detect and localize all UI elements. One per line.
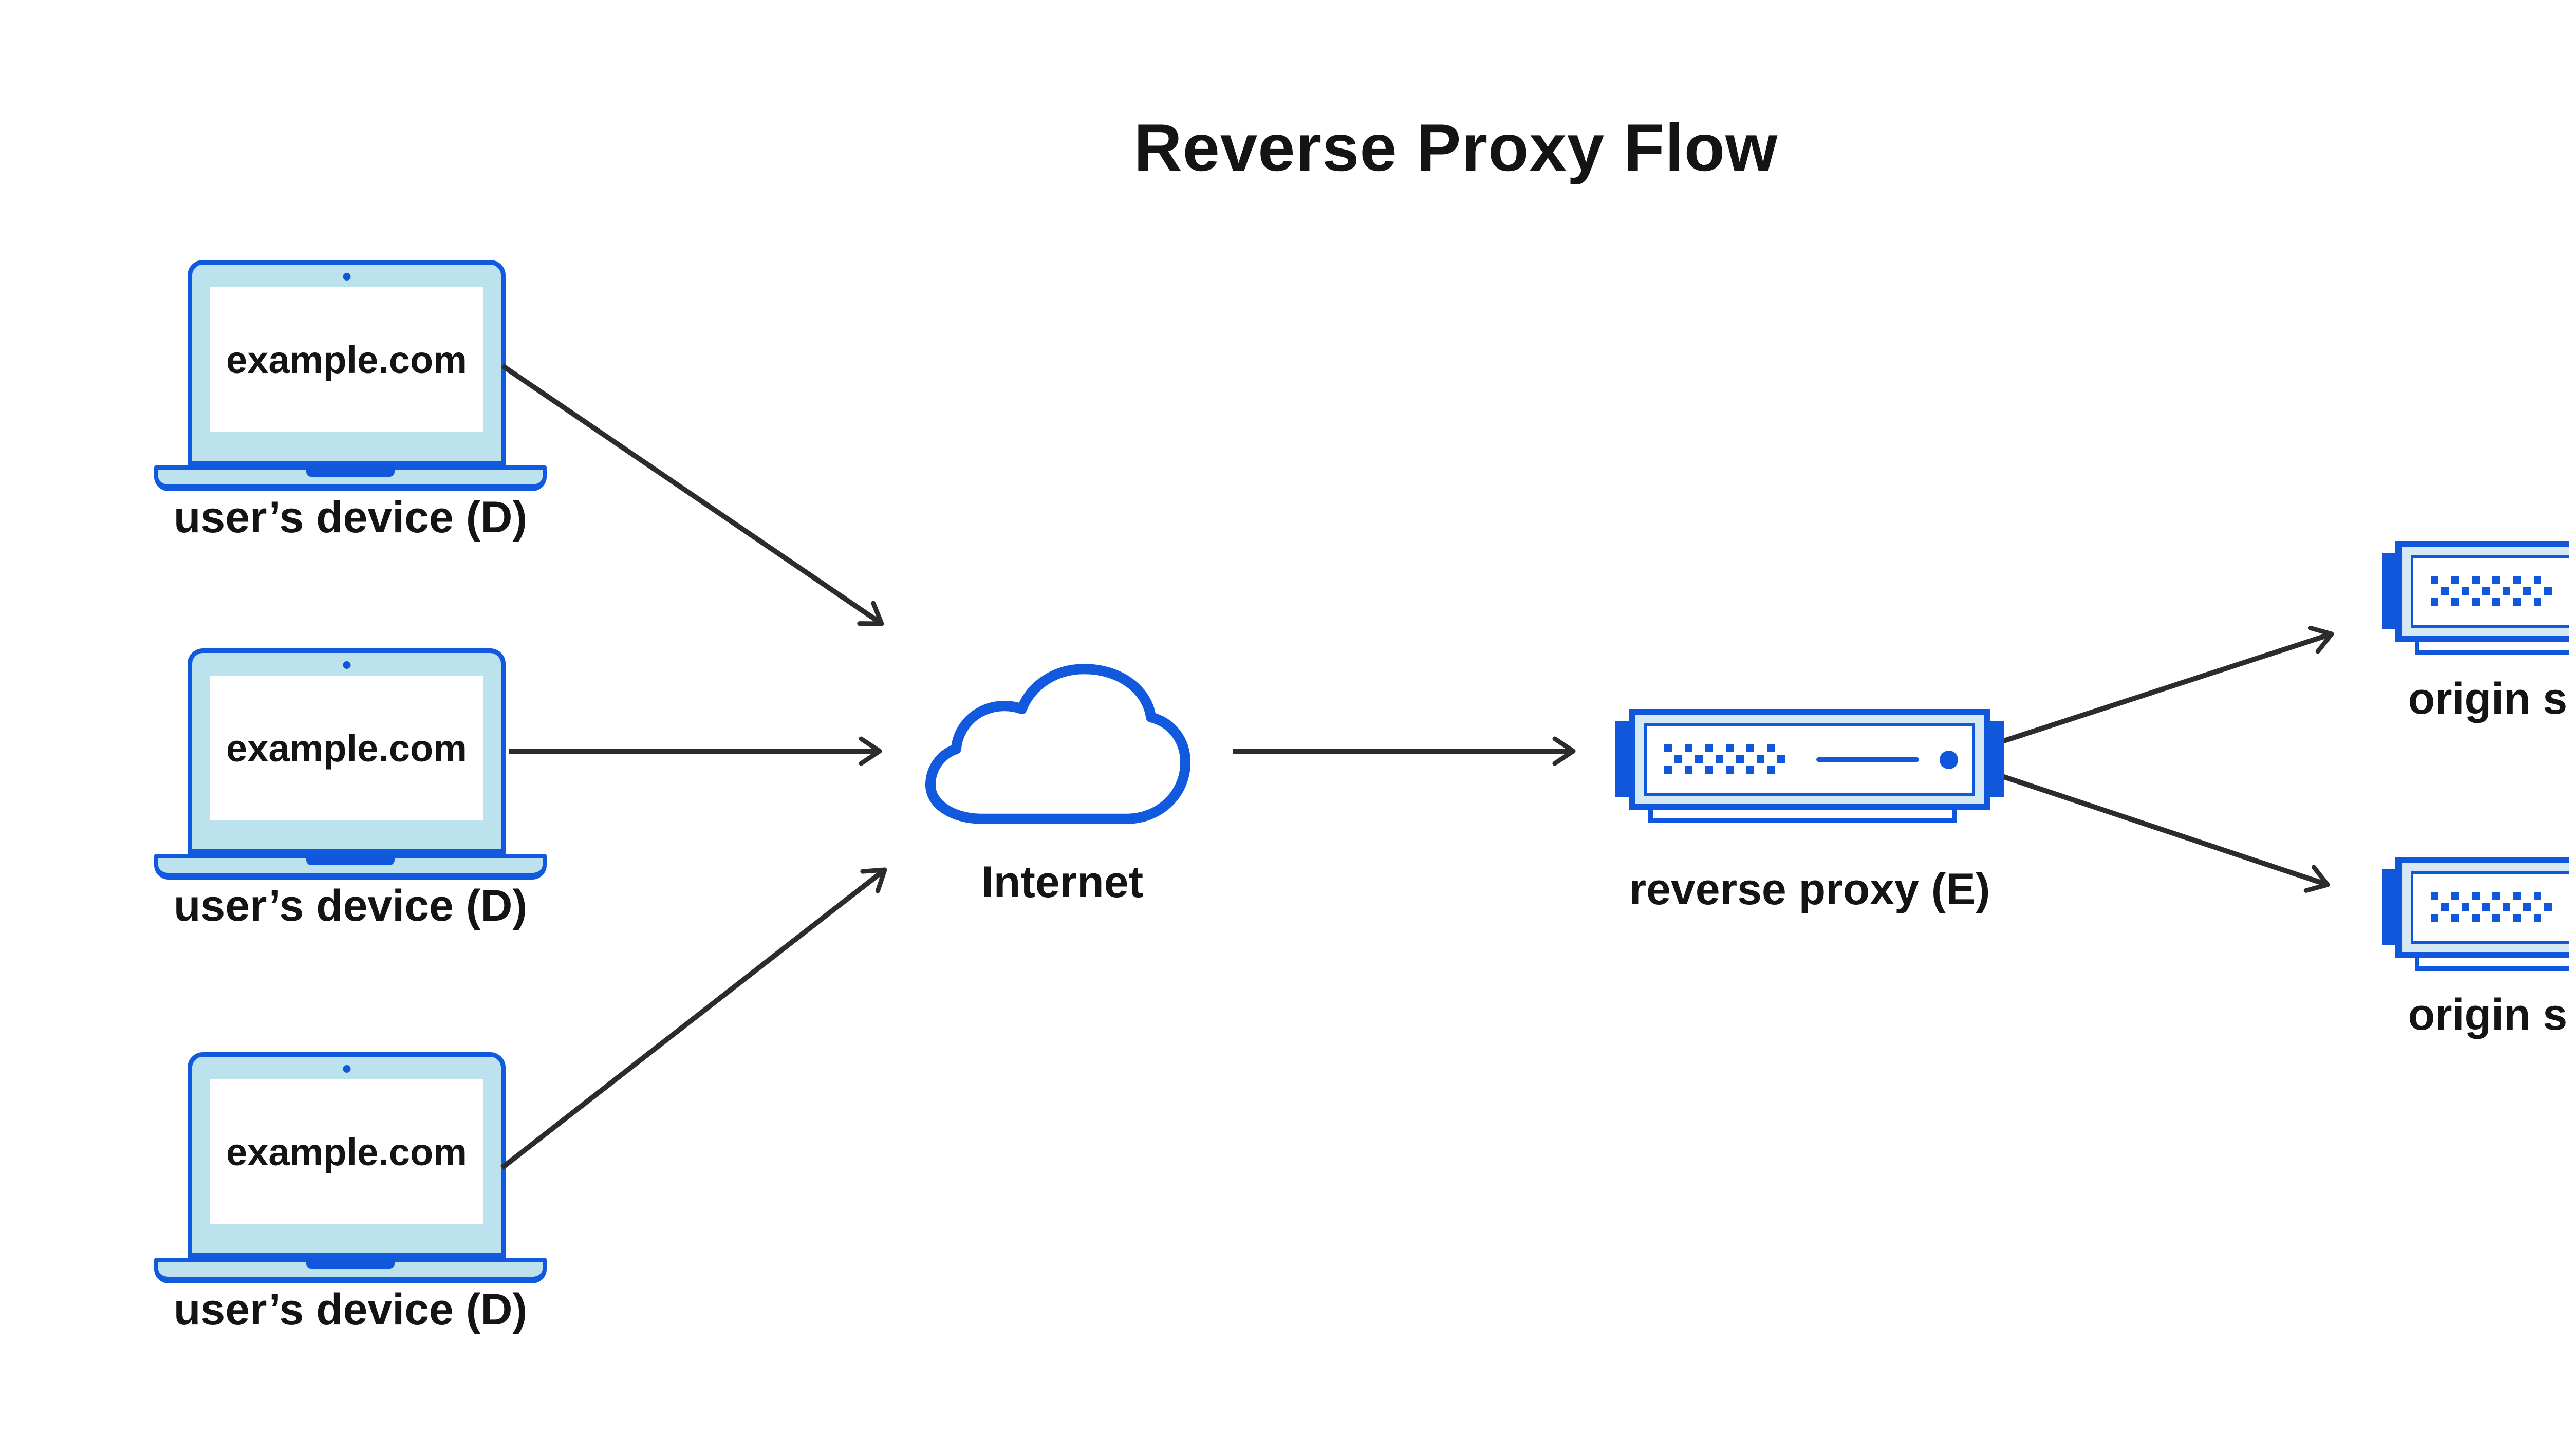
laptop-icon: example.com (188, 260, 506, 465)
server-slot-icon (1816, 757, 1919, 762)
server-panel (2411, 555, 2569, 628)
camera-dot-icon (343, 661, 350, 669)
user-device-1: example.com user’s device (D) (154, 260, 547, 548)
server-vents-icon (1664, 744, 1785, 774)
arrow-proxy-to-origin1 (1997, 625, 2334, 745)
device-label: user’s device (D) (173, 881, 528, 930)
device-label: user’s device (D) (173, 493, 528, 542)
laptop-notch (306, 855, 395, 865)
server-left-tab (2382, 869, 2397, 945)
server-left-tab (1615, 721, 1631, 797)
user-device-2: example.com user’s device (D) (154, 648, 547, 936)
reverse-proxy-node: reverse proxy (E) (1615, 709, 2004, 914)
server-right-tab (1988, 721, 2004, 797)
camera-dot-icon (343, 273, 350, 281)
laptop-notch (306, 1259, 395, 1269)
browser-screen: example.com (210, 287, 483, 432)
server-icon (2395, 857, 2569, 958)
origin-server-label: origin server (F) (2408, 990, 2569, 1039)
server-power-dot-icon (1940, 751, 1958, 769)
reverse-proxy-label: reverse proxy (E) (1629, 865, 1990, 914)
server-vents-icon (2431, 892, 2552, 922)
origin-server-1-node: origin server (F) (2382, 541, 2569, 723)
laptop-icon: example.com (188, 1052, 506, 1258)
user-device-3: example.com user’s device (D) (154, 1052, 547, 1340)
laptop-icon: example.com (188, 648, 506, 854)
server-icon (2395, 541, 2569, 642)
internet-label: Internet (981, 857, 1144, 907)
cloud-icon (925, 664, 1191, 824)
arrow-proxy-to-origin2 (1997, 772, 2330, 893)
origin-server-label: origin server (F) (2408, 674, 2569, 723)
diagram-title: Reverse Proxy Flow (1133, 110, 1778, 185)
device-label: user’s device (D) (173, 1285, 528, 1334)
browser-screen: example.com (210, 676, 483, 820)
server-panel (2411, 871, 2569, 944)
browser-screen: example.com (210, 1079, 483, 1224)
camera-dot-icon (343, 1065, 350, 1073)
internet-node (921, 662, 1203, 826)
server-vents-icon (2431, 576, 2552, 606)
server-left-tab (2382, 553, 2397, 629)
laptop-notch (306, 466, 395, 477)
server-icon (1629, 709, 1990, 810)
origin-server-2-node: origin server (F) (2382, 857, 2569, 1039)
server-panel (1644, 723, 1975, 796)
